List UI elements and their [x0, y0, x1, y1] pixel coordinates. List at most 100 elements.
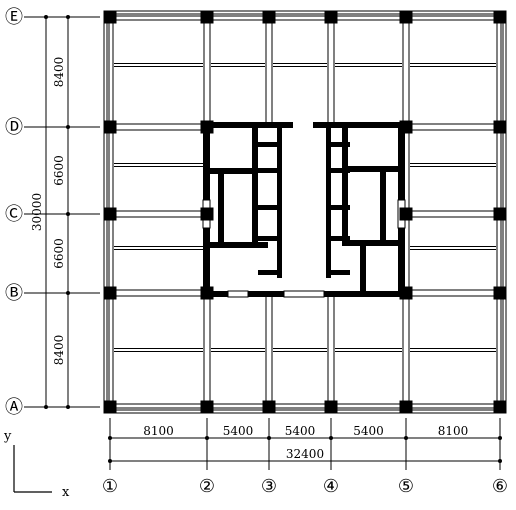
core-wall — [203, 228, 210, 297]
dim-tick — [66, 125, 70, 129]
column — [324, 10, 338, 24]
dim-y-span: 8400 — [52, 57, 66, 88]
dim-y-span: 6600 — [52, 155, 66, 186]
column — [324, 400, 338, 414]
column — [200, 286, 214, 300]
grid-bubble-col: ④ — [323, 476, 339, 497]
column — [493, 120, 507, 134]
dim-tick — [404, 436, 408, 440]
core-wall — [203, 122, 210, 200]
core-wall — [360, 240, 366, 292]
column — [399, 400, 413, 414]
column — [399, 207, 413, 221]
axis-x-label: x — [62, 485, 70, 500]
core-wall — [277, 128, 282, 278]
dim-tick — [44, 405, 48, 409]
grid-bubble-col: ⑥ — [492, 476, 508, 497]
column — [103, 10, 117, 24]
column — [493, 286, 507, 300]
column — [103, 400, 117, 414]
dim-x-span: 5400 — [285, 424, 316, 438]
column — [200, 207, 214, 221]
column — [493, 400, 507, 414]
column — [399, 10, 413, 24]
core-wall — [203, 122, 293, 128]
dim-tick — [108, 459, 112, 463]
core-wall — [328, 142, 350, 147]
column-layer — [103, 10, 507, 414]
core-wall — [313, 122, 405, 128]
column — [103, 286, 117, 300]
column — [103, 120, 117, 134]
core-wall — [258, 205, 280, 210]
dim-tick — [44, 15, 48, 19]
axis-indicator: y x — [3, 429, 70, 500]
dim-y-span: 8400 — [52, 335, 66, 366]
grid-bubble-row: Ⓑ — [5, 283, 23, 304]
column — [200, 10, 214, 24]
core-wall — [328, 236, 350, 241]
column — [200, 400, 214, 414]
core-area — [203, 122, 405, 297]
dim-x-span: 5400 — [353, 424, 384, 438]
core-opening — [227, 290, 249, 298]
column — [262, 10, 276, 24]
column — [103, 207, 117, 221]
dim-x-span: 8100 — [143, 424, 174, 438]
dim-tick — [267, 436, 271, 440]
core-wall — [326, 128, 331, 278]
dim-x-span: 8100 — [438, 424, 469, 438]
core-wall — [380, 166, 386, 240]
core-wall — [342, 166, 399, 172]
dim-tick — [66, 291, 70, 295]
grid-bubble-col: ① — [102, 476, 118, 497]
core-wall — [398, 122, 405, 200]
core-opening — [283, 290, 325, 298]
grid-bubble-row: Ⓓ — [5, 117, 23, 138]
dim-y-total: 30000 — [30, 193, 44, 231]
core-wall — [210, 242, 268, 248]
column — [399, 120, 413, 134]
dim-tick — [66, 212, 70, 216]
secondary-beam-layer — [114, 63, 496, 352]
dim-x-total: 32400 — [286, 447, 324, 461]
grid-bubble-row: Ⓔ — [5, 7, 23, 28]
dim-tick — [498, 459, 502, 463]
core-wall-layer — [202, 122, 406, 298]
core-wall — [328, 205, 350, 210]
grid-bubble-col: ⑤ — [398, 476, 414, 497]
dim-tick — [329, 436, 333, 440]
core-wall — [328, 270, 350, 275]
dim-y-span: 6600 — [52, 238, 66, 269]
core-wall — [342, 128, 348, 244]
column — [262, 400, 276, 414]
dimension-layer: 8100 5400 5400 5400 8100 32400 8400 6600 6600 840… — [24, 15, 502, 470]
core-wall — [342, 240, 399, 246]
core-wall — [218, 168, 224, 242]
core-wall — [258, 142, 280, 147]
dim-tick — [66, 15, 70, 19]
core-wall — [398, 228, 405, 297]
dim-x-span: 5400 — [223, 424, 254, 438]
dim-tick — [205, 436, 209, 440]
axis-y-label: y — [3, 429, 12, 444]
dim-tick — [108, 436, 112, 440]
core-wall — [210, 168, 258, 174]
grid-bubble-col: ② — [199, 476, 215, 497]
core-wall — [252, 128, 258, 244]
core-wall — [328, 168, 350, 173]
core-wall — [258, 270, 280, 275]
dim-tick — [66, 405, 70, 409]
column — [493, 207, 507, 221]
grid-bubble-layer: ① ② ③ ④ ⑤ ⑥ Ⓐ Ⓑ Ⓒ Ⓓ Ⓔ — [5, 7, 508, 497]
grid-bubble-row: Ⓒ — [5, 204, 23, 225]
core-wall — [258, 168, 280, 173]
grid-bubble-col: ③ — [261, 476, 277, 497]
grid-bubble-row: Ⓐ — [5, 397, 23, 418]
column — [200, 120, 214, 134]
dim-tick — [498, 436, 502, 440]
core-wall — [258, 236, 280, 241]
column — [399, 286, 413, 300]
column — [493, 10, 507, 24]
